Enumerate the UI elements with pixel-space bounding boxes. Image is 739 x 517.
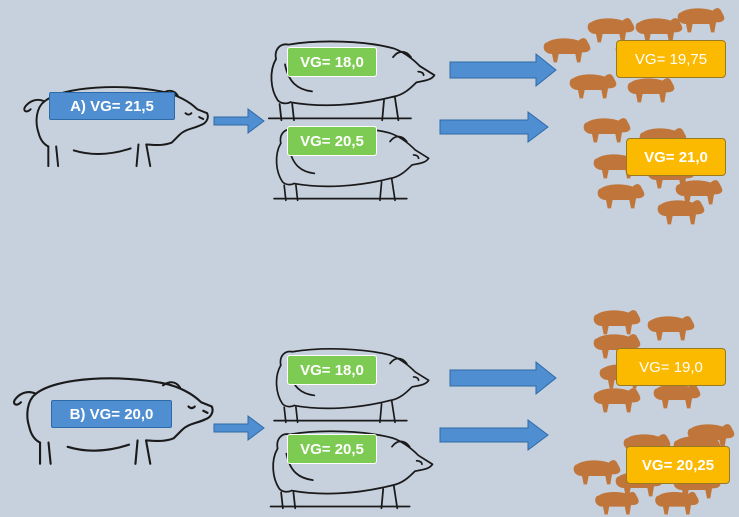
piglet-icon [587, 18, 635, 43]
parent-label-a: A) VG= 21,5 [49, 92, 175, 120]
piglet-icon [543, 38, 591, 63]
sire-label-b2: VG= 20,5 [287, 434, 377, 464]
piglet-icon [597, 184, 645, 209]
right-arrow-icon [213, 108, 265, 134]
right-arrow-icon [449, 52, 557, 88]
piglet-icon [569, 74, 617, 99]
right-arrow-icon [213, 415, 265, 441]
sire-label-a2: VG= 20,5 [287, 126, 377, 156]
sire-label-b1: VG= 18,0 [287, 355, 377, 385]
right-arrow-icon [439, 111, 549, 143]
offspring-label-b2: VG= 20,25 [626, 446, 730, 484]
piglet-icon [653, 384, 701, 409]
piglet-icon [593, 388, 641, 413]
piglet-icon [635, 18, 683, 43]
right-arrow-icon [449, 360, 557, 396]
piglet-icon [593, 310, 641, 335]
piglet-icon [655, 491, 699, 515]
piglet-icon [677, 8, 725, 33]
sire-label-a1: VG= 18,0 [287, 47, 377, 77]
piglet-icon [657, 200, 705, 225]
piglet-icon [595, 491, 639, 515]
offspring-label-a2: VG= 21,0 [626, 138, 726, 176]
offspring-label-b1: VG= 19,0 [616, 348, 726, 386]
piglet-icon [573, 460, 621, 485]
right-arrow-icon [439, 419, 549, 451]
parent-label-b: B) VG= 20,0 [51, 400, 172, 428]
piglet-icon [627, 78, 675, 103]
piglet-icon [647, 316, 695, 341]
offspring-label-a1: VG= 19,75 [616, 40, 726, 78]
piglet-icon [583, 118, 631, 143]
